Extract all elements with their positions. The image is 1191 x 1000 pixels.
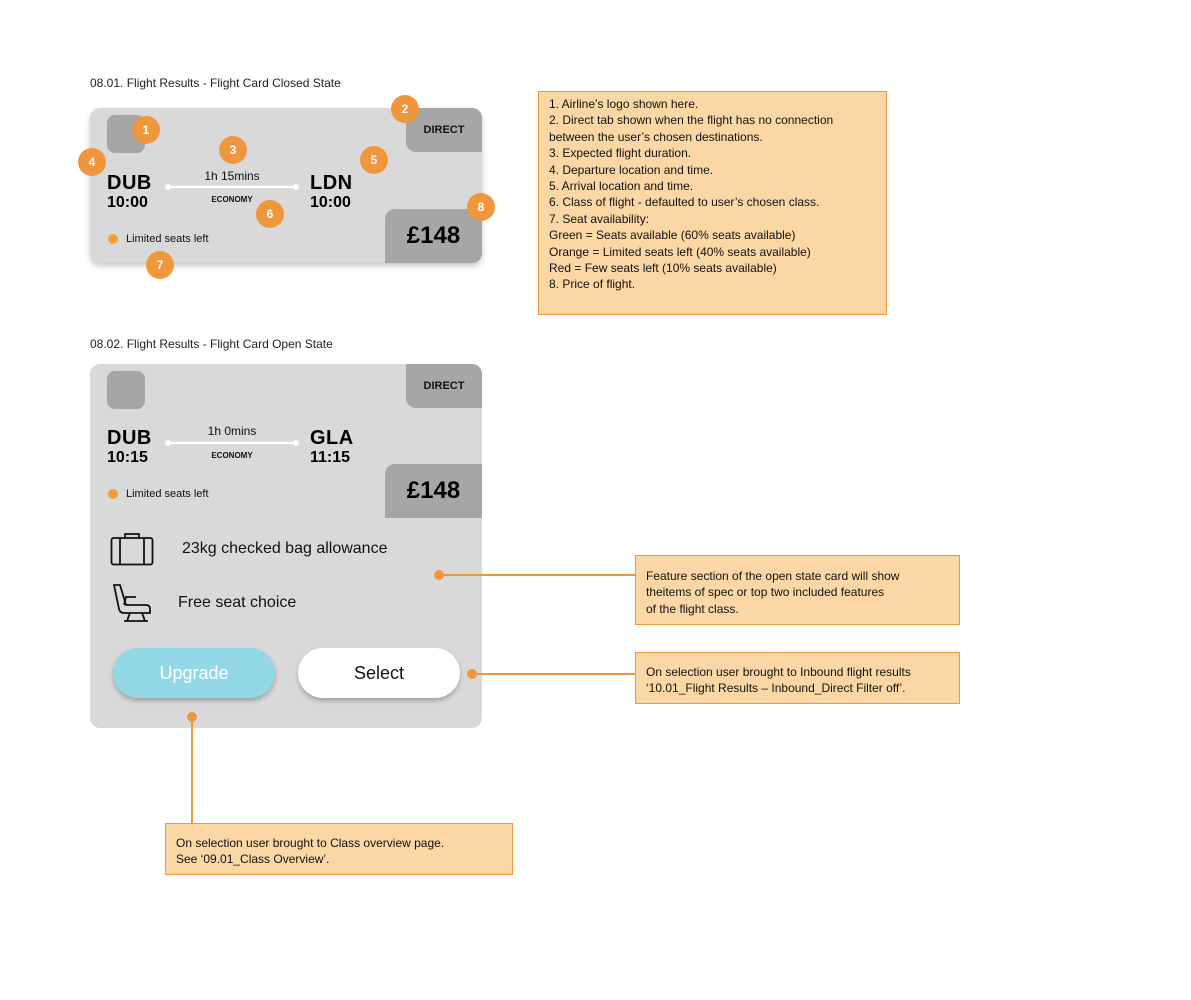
badge-2: 2 xyxy=(391,95,419,123)
legend-line: 1. Airline’s logo shown here. xyxy=(549,97,699,111)
leader-dot-features xyxy=(434,570,444,580)
origin-time: 10:00 xyxy=(107,194,148,211)
legend-line: Orange = Limited seats left (40% seats a… xyxy=(549,244,811,259)
flight-duration: 1h 0mins xyxy=(207,424,257,438)
leader-dot-upgrade xyxy=(187,712,197,722)
direct-tab: DIRECT xyxy=(406,108,482,152)
destination-code: LDN xyxy=(310,172,353,194)
origin-code: DUB xyxy=(107,172,152,194)
select-button[interactable]: Select xyxy=(298,648,460,698)
feature-seat-choice: Free seat choice xyxy=(178,594,297,611)
seat-availability-dot xyxy=(108,234,118,244)
seat-availability-text: Limited seats left xyxy=(126,233,209,245)
price-box: £148 xyxy=(385,464,482,518)
legend-line: 5. Arrival location and time. xyxy=(549,179,694,194)
price-box: £148 xyxy=(385,209,482,263)
destination-time: 11:15 xyxy=(310,449,351,466)
badge-3: 3 xyxy=(219,136,247,164)
route-end-dot xyxy=(293,184,299,190)
legend-line: 6. Class of flight - defaulted to user’s… xyxy=(549,195,820,210)
flight-duration: 1h 15mins xyxy=(204,169,260,183)
seat-availability-dot xyxy=(108,489,118,499)
airline-logo xyxy=(107,371,145,409)
legend-line: Red = Few seats left (10% seats availabl… xyxy=(549,261,777,276)
badge-6: 6 xyxy=(256,200,284,228)
legend-line: 4. Departure location and time. xyxy=(549,162,714,177)
badge-7: 7 xyxy=(146,251,174,279)
legend-line: Green = Seats available (60% seats avail… xyxy=(549,228,796,243)
upgrade-button[interactable]: Upgrade xyxy=(113,648,275,698)
seat-availability-text: Limited seats left xyxy=(126,488,209,500)
badge-4: 4 xyxy=(78,148,106,176)
closed-section-title: 08.01. Flight Results - Flight Card Clos… xyxy=(90,76,341,90)
note-line: of the flight class. xyxy=(646,601,739,616)
note-line: Feature section of the open state card w… xyxy=(646,569,900,583)
features-note: Feature section of the open state card w… xyxy=(635,555,960,625)
badge-8: 8 xyxy=(467,193,495,221)
badge-5: 5 xyxy=(360,146,388,174)
leader-line-upgrade xyxy=(191,718,193,823)
note-line: On selection user brought to Inbound fli… xyxy=(646,665,911,679)
badge-1: 1 xyxy=(132,116,160,144)
origin-code: DUB xyxy=(107,427,152,449)
upgrade-note: On selection user brought to Class overv… xyxy=(165,823,513,875)
legend-line: 3. Expected flight duration. xyxy=(549,146,692,161)
leader-line-features xyxy=(440,574,635,576)
route-line xyxy=(168,186,296,188)
route-end-dot xyxy=(293,440,299,446)
seat-icon xyxy=(113,584,151,622)
legend-line: between the user’s chosen destinations. xyxy=(549,129,763,144)
legend-line: 7. Seat availability: xyxy=(549,211,650,226)
destination-time: 10:00 xyxy=(310,194,351,211)
note-line: theitems of spec or top two included fea… xyxy=(646,585,885,600)
note-line: ‘10.01_Flight Results – Inbound_Direct F… xyxy=(646,681,906,696)
cabin-class: ECONOMY xyxy=(211,451,253,460)
origin-time: 10:15 xyxy=(107,449,148,466)
note-line: On selection user brought to Class overv… xyxy=(176,836,445,850)
direct-tab: DIRECT xyxy=(406,364,482,408)
legend-line: 2. Direct tab shown when the flight has … xyxy=(549,113,834,128)
leader-line-select xyxy=(473,673,635,675)
suitcase-icon xyxy=(110,533,154,566)
select-note: On selection user brought to Inbound fli… xyxy=(635,652,960,704)
route-line xyxy=(168,442,296,444)
feature-bag-allowance: 23kg checked bag allowance xyxy=(182,540,388,557)
legend-note: 1. Airline’s logo shown here. 2. Direct … xyxy=(538,91,887,315)
destination-code: GLA xyxy=(310,427,354,449)
note-line: See ‘09.01_Class Overview’. xyxy=(176,852,330,867)
leader-dot-select xyxy=(467,669,477,679)
flight-card-open[interactable]: DIRECT DUB 10:15 1h 0mins ECONOMY GLA 11… xyxy=(90,364,482,728)
open-section-title: 08.02. Flight Results - Flight Card Open… xyxy=(90,337,333,351)
legend-line: 8. Price of flight. xyxy=(549,277,636,292)
cabin-class: ECONOMY xyxy=(211,195,253,204)
